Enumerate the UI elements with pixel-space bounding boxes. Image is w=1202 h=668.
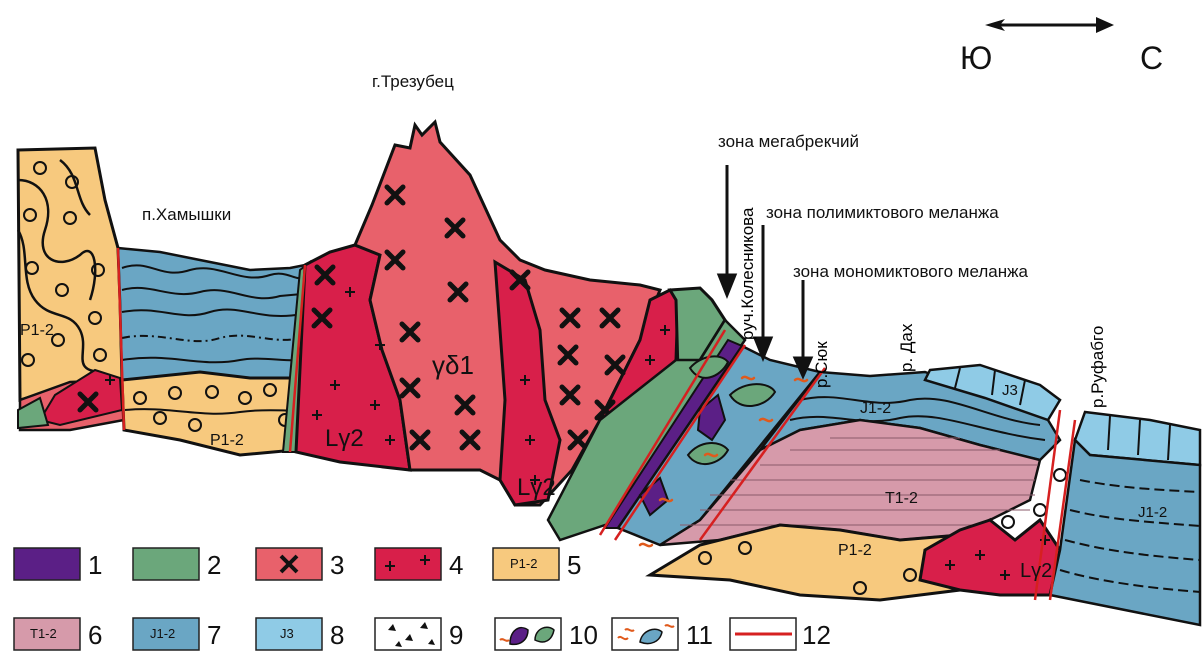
river-rufabgo-label: р.Руфабго (1088, 326, 1108, 408)
unit-label-p12-right: P1-2 (838, 542, 872, 560)
unit-label-j12-far-right: J1-2 (1138, 504, 1167, 521)
legend-number-7: 7 (207, 620, 221, 651)
unit-label-p12-khamyshki: P1-2 (210, 432, 244, 450)
peak-label: г.Трезубец (372, 72, 454, 92)
legend-number-5: 5 (567, 550, 581, 581)
zone-megabreccia-label: зона мегабрекчий (718, 132, 859, 152)
river-kolesnikova-label: руч.Колесникова (738, 208, 758, 340)
legend-number-9: 9 (449, 620, 463, 651)
unit-label-lg2-right: Lγ2 (1020, 560, 1052, 583)
legend-number-3: 3 (330, 550, 344, 581)
legend-number-1: 1 (88, 550, 102, 581)
direction-arrow (985, 17, 1114, 33)
unit-label-p12-left: P1-2 (20, 322, 54, 340)
legend-label-7: J1-2 (150, 626, 175, 641)
unit-label-lg2-left: Lγ2 (325, 425, 364, 453)
unit-label-t12: T1-2 (885, 490, 918, 508)
legend-label-5: P1-2 (510, 556, 537, 571)
legend-number-4: 4 (449, 550, 463, 581)
unit-label-j3: J3 (1002, 382, 1018, 399)
legend-number-11: 11 (686, 620, 713, 651)
direction-south: Ю (960, 40, 992, 77)
legend-number-12: 12 (802, 620, 831, 651)
direction-north: С (1140, 40, 1163, 77)
river-dakh-label: р. Дах (897, 324, 917, 372)
zone-polymictic-label: зона полимиктового меланжа (766, 203, 999, 223)
legend-number-10: 10 (569, 620, 598, 651)
river-syuk-label: р.Сюк (812, 341, 832, 388)
legend-number-8: 8 (330, 620, 344, 651)
legend-label-8: J3 (280, 626, 294, 641)
legend-number-2: 2 (207, 550, 221, 581)
legend-label-6: T1-2 (30, 626, 57, 641)
unit-label-lg2-middle: Lγ2 (517, 474, 556, 502)
unit-label-j12-right: J1-2 (860, 400, 891, 418)
zone-monomictic-label: зона мономиктового меланжа (793, 262, 1028, 282)
jurassic-block-far-right (1050, 440, 1200, 625)
unit-label-gd1: γδ1 (432, 350, 474, 381)
legend-number-6: 6 (88, 620, 102, 651)
settlement-label: п.Хамышки (142, 205, 231, 225)
